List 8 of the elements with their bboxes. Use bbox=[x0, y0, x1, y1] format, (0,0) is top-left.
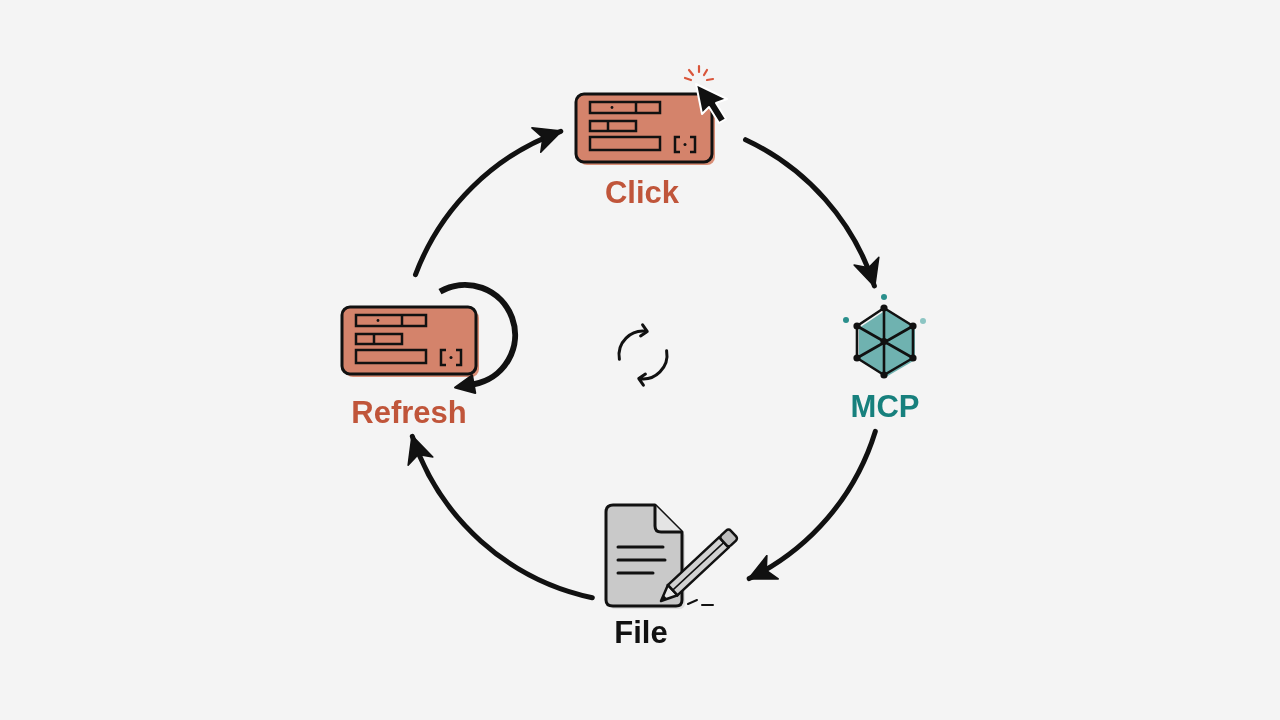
node-label: MCP bbox=[850, 389, 920, 425]
arrow bbox=[409, 433, 595, 601]
arrow bbox=[413, 128, 564, 278]
node-label: Refresh bbox=[351, 395, 467, 431]
arrow bbox=[746, 428, 878, 582]
node-label: Click bbox=[604, 175, 680, 211]
arrow bbox=[743, 137, 878, 289]
node-label: File bbox=[614, 615, 668, 651]
